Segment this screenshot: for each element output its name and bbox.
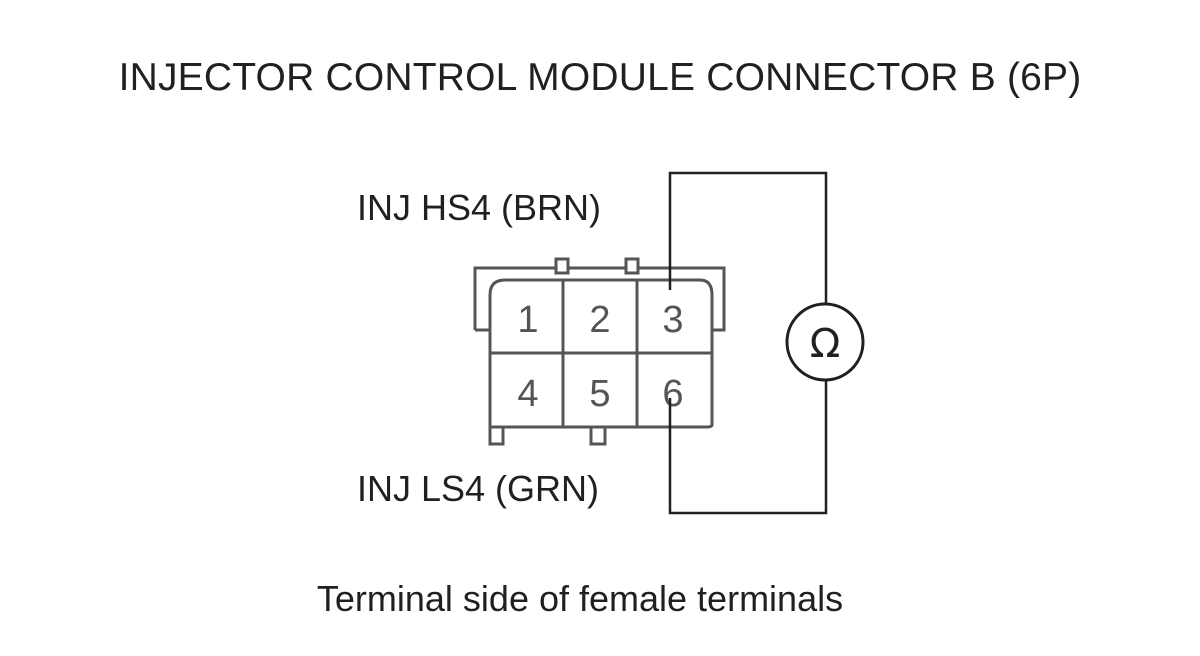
connector-housing [473,257,726,446]
test-lead-wire [668,171,828,515]
pin-2-label: 2 [589,299,610,341]
low-side-wire-label: INJ LS4 (GRN) [357,468,600,509]
ohm-symbol: Ω [810,321,841,367]
diagram-caption: Terminal side of female terminals [316,578,844,619]
pin-5-label: 5 [589,373,610,415]
pin-1-label: 1 [517,299,538,341]
high-side-wire-label: INJ HS4 (BRN) [357,187,602,228]
pin-6-label: 6 [662,373,683,415]
diagram-title: INJECTOR CONTROL MODULE CONNECTOR B (6P) [118,56,1082,99]
ohmmeter-icon: Ω [785,302,865,382]
pin-3-label: 3 [662,299,683,341]
pin-4-label: 4 [517,373,538,415]
